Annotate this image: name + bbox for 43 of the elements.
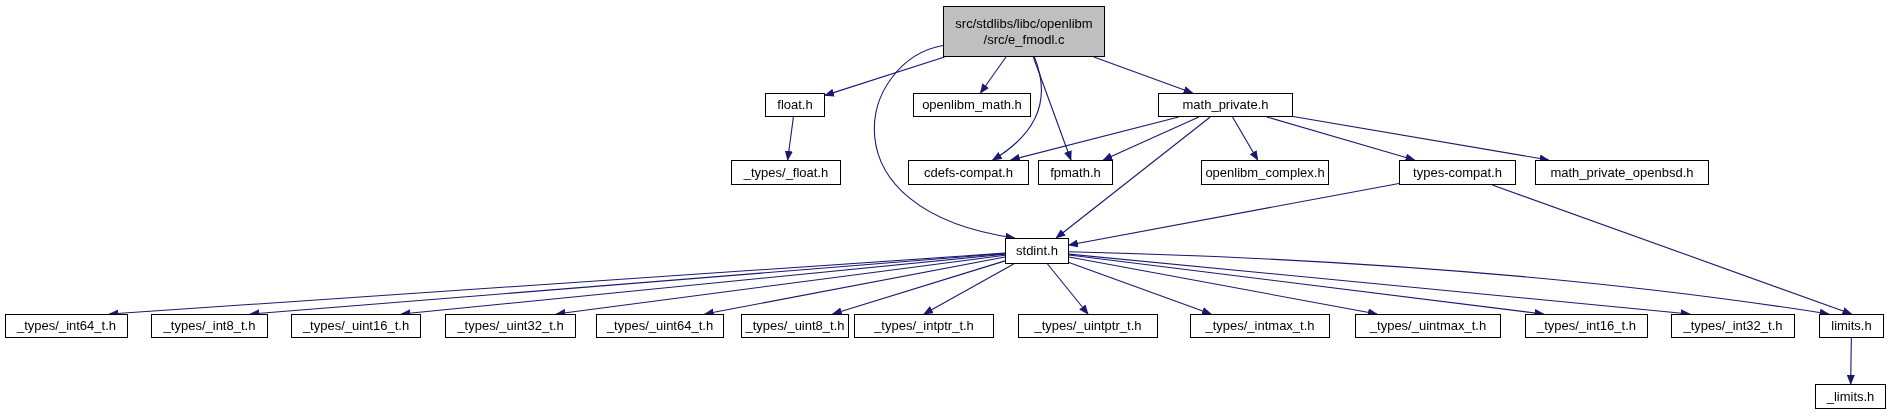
arrow — [979, 56, 1007, 94]
header-file-box: _types/_int64_t.h — [5, 314, 128, 338]
arrow — [923, 263, 1015, 315]
header-file-box: limits.h — [1819, 314, 1884, 338]
header-file-box: _types/_uint32_t.h — [445, 314, 576, 338]
header-file-box: fpmath.h — [1038, 160, 1113, 185]
header-file-box: _types/_uint8_t.h — [741, 314, 849, 338]
header-file-box: _types/_uintptr_t.h — [1018, 314, 1158, 338]
header-file-box: openlibm_complex.h — [1201, 160, 1329, 185]
arrow — [1068, 182, 1400, 248]
header-file-box: _types/_int16_t.h — [1525, 314, 1648, 338]
header-file-box: _limits.h — [1815, 384, 1886, 409]
arrow — [1231, 116, 1259, 161]
arrow — [1491, 184, 1853, 315]
arrow — [824, 56, 946, 97]
header-file-box: math_private.h — [1158, 93, 1293, 117]
source-file-box: src/stdlibs/libc/openlibm /src/e_fmodl.c — [943, 6, 1105, 57]
arrow — [1093, 56, 1194, 94]
arrow — [1846, 337, 1855, 385]
arrow — [1009, 116, 1180, 162]
header-file-box: stdint.h — [1005, 238, 1069, 264]
header-file-box: _types/_intmax_t.h — [1190, 314, 1330, 338]
arrow — [991, 56, 1042, 161]
header-file-box: cdefs-compat.h — [908, 160, 1029, 185]
arrow — [1055, 116, 1211, 239]
arrow — [1046, 263, 1089, 315]
arrow — [784, 116, 794, 161]
header-file-box: math_private_openbsd.h — [1535, 160, 1709, 185]
arrow — [1102, 116, 1200, 161]
arrow — [1032, 56, 1072, 161]
header-file-box: types-compat.h — [1399, 160, 1516, 185]
header-file-box: openlibm_math.h — [913, 93, 1031, 117]
header-file-box: _types/_uint16_t.h — [291, 314, 421, 338]
header-file-box: float.h — [765, 93, 825, 117]
header-file-box: _types/_intptr_t.h — [854, 314, 994, 338]
arrow — [1266, 116, 1416, 162]
header-file-box: _types/_float.h — [731, 160, 841, 185]
arrow — [831, 260, 1006, 316]
arrow — [1068, 262, 1212, 315]
header-file-box: _types/_int8_t.h — [151, 314, 268, 338]
header-file-box: _types/_uintmax_t.h — [1355, 314, 1501, 338]
header-file-box: _types/_uint64_t.h — [596, 314, 724, 338]
header-file-box: _types/_int32_t.h — [1671, 314, 1795, 338]
